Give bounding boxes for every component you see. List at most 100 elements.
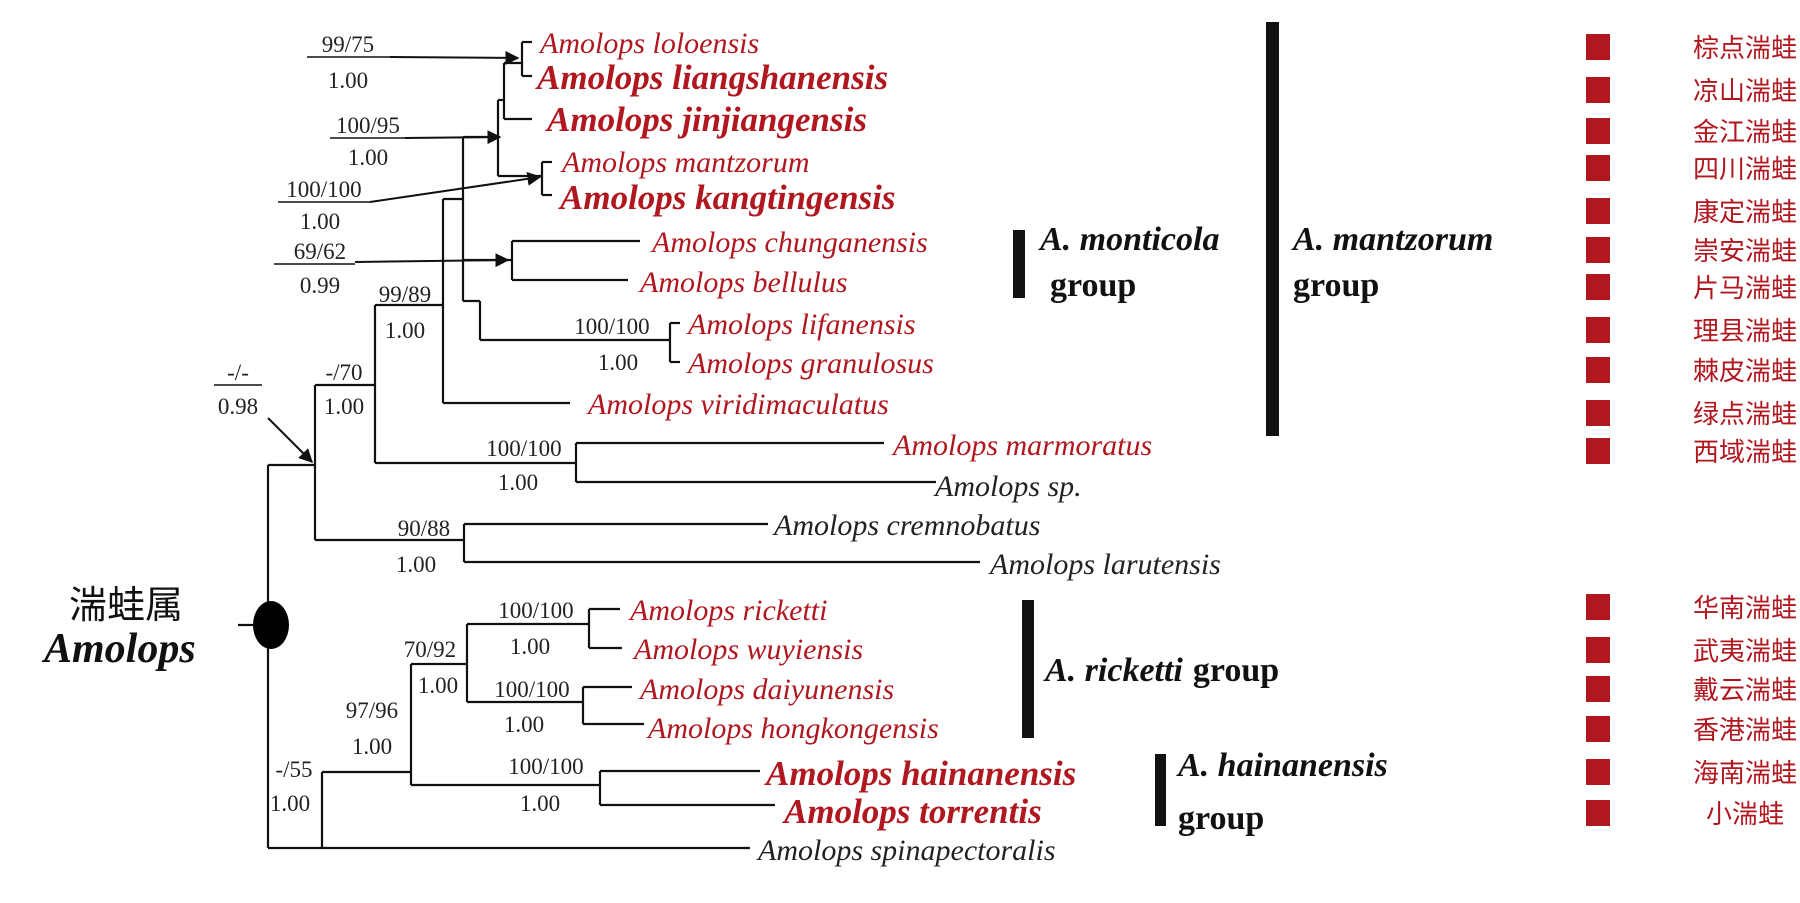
taxon-name: Amolops mantzorum	[560, 146, 810, 179]
taxon-name: Amolops granulosus	[686, 347, 934, 380]
group-suffix: group	[1193, 652, 1279, 689]
support-labels: 99/75 1.00 100/95 1.00 100/100 1.00 69/6…	[218, 32, 650, 816]
taxon-name: Amolops loloensis	[538, 27, 759, 60]
legend-marker	[1586, 198, 1610, 224]
taxon-name: Amolops sp.	[933, 470, 1082, 503]
bootstrap-value: -/-	[227, 360, 249, 385]
bootstrap-value: 97/96	[346, 698, 398, 723]
hainanensis-group-suffix: group	[1178, 800, 1264, 837]
bootstrap-value: 100/100	[486, 436, 561, 461]
taxon-name: Amolops ricketti	[628, 594, 827, 627]
posterior-value: 1.00	[385, 318, 425, 343]
taxon-name: Amolops bellulus	[638, 266, 848, 299]
group-labels: A. monticola group A. mantzorum group A.…	[1038, 221, 1493, 837]
chinese-name: 武夷湍蛙	[1693, 637, 1797, 667]
chinese-name: 戴云湍蛙	[1693, 676, 1797, 706]
group-name: A. mantzorum	[1291, 221, 1493, 258]
genus-chinese-name: 湍蛙属	[69, 583, 183, 627]
chinese-name: 海南湍蛙	[1693, 759, 1797, 789]
mantzorum-group-bar	[1266, 22, 1279, 436]
posterior-value: 1.00	[396, 552, 436, 577]
bootstrap-value: 100/100	[498, 598, 573, 623]
support-arrow	[354, 253, 510, 268]
posterior-value: 1.00	[328, 68, 368, 93]
chinese-name: 绿点湍蛙	[1693, 400, 1797, 430]
legend-marker	[1586, 438, 1610, 464]
taxon-name: Amolops hainanensis	[764, 754, 1076, 793]
genus-label: 湍蛙属 Amolops	[41, 583, 196, 672]
chinese-name: 凉山湍蛙	[1693, 77, 1797, 107]
legend-marker	[1586, 400, 1610, 426]
chinese-name: 崇安湍蛙	[1693, 237, 1797, 267]
monticola-group-bar	[1013, 230, 1025, 298]
legend-marker	[1586, 274, 1610, 300]
support-arrow	[404, 130, 502, 145]
posterior-value: 1.00	[270, 791, 310, 816]
posterior-value: 1.00	[504, 712, 544, 737]
posterior-value: 1.00	[418, 673, 458, 698]
taxon-name: Amolops cremnobatus	[772, 509, 1040, 542]
bootstrap-value: 100/95	[336, 113, 400, 138]
legend-marker	[1586, 594, 1610, 620]
bootstrap-value: 100/100	[494, 677, 569, 702]
chinese-name: 西域湍蛙	[1693, 438, 1797, 468]
legend-marker	[1586, 716, 1610, 742]
legend-marker	[1586, 317, 1610, 343]
chinese-name: 康定湍蛙	[1693, 198, 1797, 228]
legend-marker	[1586, 676, 1610, 702]
taxon-name: Amolops spinapectoralis	[756, 834, 1056, 867]
taxon-name: Amolops chunganensis	[650, 226, 928, 259]
support-dividers	[214, 56, 405, 386]
posterior-value: 1.00	[498, 470, 538, 495]
support-arrow	[389, 50, 520, 65]
chinese-name: 小湍蛙	[1706, 800, 1784, 830]
support-arrow	[369, 171, 542, 203]
bootstrap-value: 70/92	[404, 637, 456, 662]
monticola-group-name: A. monticola	[1038, 221, 1219, 258]
posterior-value: 1.00	[324, 394, 364, 419]
legend-marker	[1586, 357, 1610, 383]
hainanensis-group-bar	[1155, 754, 1166, 826]
bootstrap-value: 100/100	[286, 177, 361, 202]
mantzorum-group-suffix: group	[1293, 267, 1379, 304]
taxon-name: Amolops kangtingensis	[558, 178, 896, 217]
genus-latin-name: Amolops	[41, 626, 196, 672]
group-bars	[1013, 22, 1279, 826]
bootstrap-value: 99/89	[379, 282, 431, 307]
posterior-value: 0.99	[300, 273, 340, 298]
bootstrap-value: 90/88	[398, 516, 450, 541]
taxon-name: Amolops torrentis	[782, 792, 1042, 831]
legend-marker	[1586, 800, 1610, 826]
chinese-name: 理县湍蛙	[1693, 317, 1797, 347]
taxon-name: Amolops lifanensis	[686, 308, 916, 341]
taxon-name: Amolops liangshanensis	[535, 58, 888, 97]
chinese-name: 片马湍蛙	[1693, 274, 1797, 304]
support-arrows	[267, 50, 542, 463]
bootstrap-value: 69/62	[294, 239, 346, 264]
taxon-name: Amolops wuyiensis	[632, 633, 863, 666]
legend-marker	[1586, 77, 1610, 103]
legend-marker	[1586, 34, 1610, 60]
bootstrap-value: 99/75	[322, 32, 374, 57]
bootstrap-value: -/70	[325, 360, 362, 385]
legend-marker	[1586, 759, 1610, 785]
tree-branches	[238, 40, 980, 850]
posterior-value: 1.00	[352, 734, 392, 759]
taxon-name: Amolops larutensis	[988, 548, 1221, 581]
chinese-name: 金江湍蛙	[1693, 118, 1797, 148]
taxon-name: Amolops daiyunensis	[638, 673, 894, 706]
bootstrap-value: 100/100	[508, 754, 583, 779]
taxon-name: Amolops marmoratus	[891, 429, 1152, 462]
chinese-name-legend: 棕点湍蛙凉山湍蛙金江湍蛙四川湍蛙康定湍蛙崇安湍蛙片马湍蛙理县湍蛙棘皮湍蛙绿点湍蛙…	[1586, 34, 1797, 830]
posterior-value: 1.00	[510, 634, 550, 659]
legend-marker	[1586, 637, 1610, 663]
posterior-value: 1.00	[520, 791, 560, 816]
posterior-value: 0.98	[218, 394, 258, 419]
root-node-marker	[253, 601, 289, 649]
taxon-name: Amolops jinjiangensis	[545, 100, 867, 139]
chinese-name: 棘皮湍蛙	[1693, 357, 1797, 387]
monticola-group-suffix: group	[1050, 267, 1136, 304]
